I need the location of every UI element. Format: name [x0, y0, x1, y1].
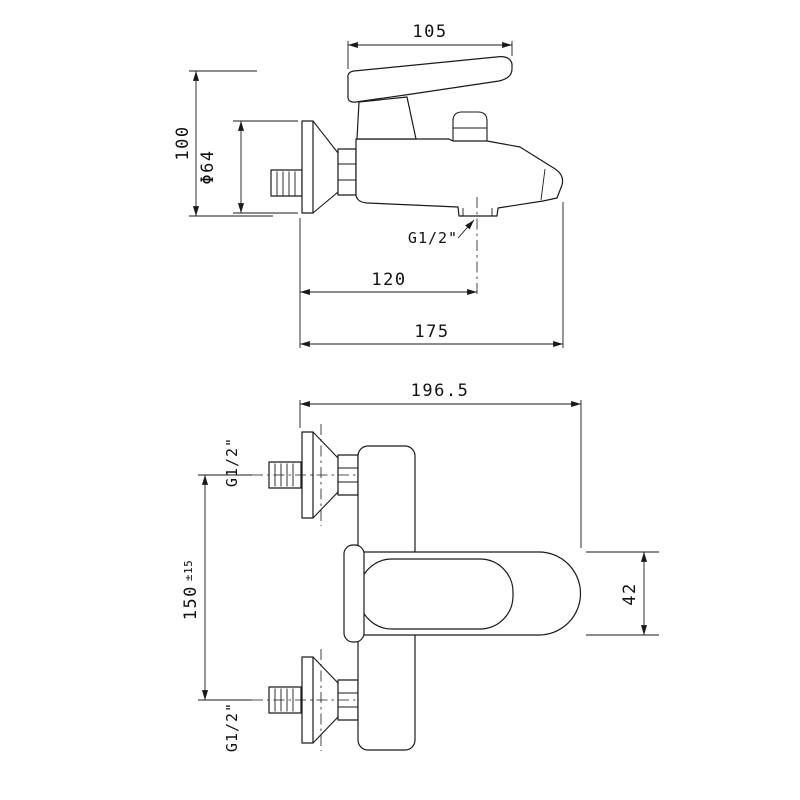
inlet-thread-bottom-label: G1/2" — [223, 702, 241, 752]
dim-phi64-label: Φ64 — [198, 149, 218, 184]
diverter-knob — [452, 111, 488, 141]
dim-105-label: 105 — [412, 22, 447, 42]
dim-150-value: 150 — [181, 585, 201, 620]
inlet-bottom — [252, 649, 380, 751]
front-view: 196.5 G1/2" G1/2" 150±15 42 — [181, 381, 659, 752]
dim-escutcheon-diameter: Φ64 — [198, 120, 298, 214]
dim-body-height: 42 — [586, 551, 659, 636]
dim-120-label: 120 — [371, 270, 406, 290]
dim-175-label: 175 — [414, 322, 449, 342]
side-view: 105 100 Φ64 G1/2" 120 — [173, 22, 564, 348]
dim-150-tolerance: ±15 — [182, 560, 195, 581]
cartridge-neck — [356, 96, 417, 140]
dim-150-label: 150±15 — [181, 560, 201, 621]
wall-nipple — [270, 169, 303, 197]
handle-edge — [343, 544, 365, 643]
inlet-top — [252, 424, 380, 526]
handle-lever — [347, 56, 513, 103]
inlet-thread-top-label: G1/2" — [223, 437, 241, 487]
dim-overall-width: 196.5 — [299, 381, 582, 548]
body-face — [358, 558, 514, 630]
dim-42-label: 42 — [620, 582, 640, 605]
escutcheon — [301, 120, 339, 214]
dim-handle-length: 105 — [347, 22, 513, 69]
hex-nut — [337, 148, 357, 196]
dim-overall-height: 100 — [173, 70, 273, 217]
dim-196-5-label: 196.5 — [411, 381, 470, 401]
dim-outlet-offset: 120 — [299, 218, 477, 348]
label-outlet-thread: G1/2" — [408, 219, 475, 247]
dim-inlet-spacing: 150±15 — [181, 474, 252, 701]
dim-overall-depth: 175 — [300, 202, 564, 348]
outlet-thread-label: G1/2" — [408, 229, 458, 247]
faucet-body — [355, 138, 564, 217]
dim-100-label: 100 — [173, 125, 193, 160]
